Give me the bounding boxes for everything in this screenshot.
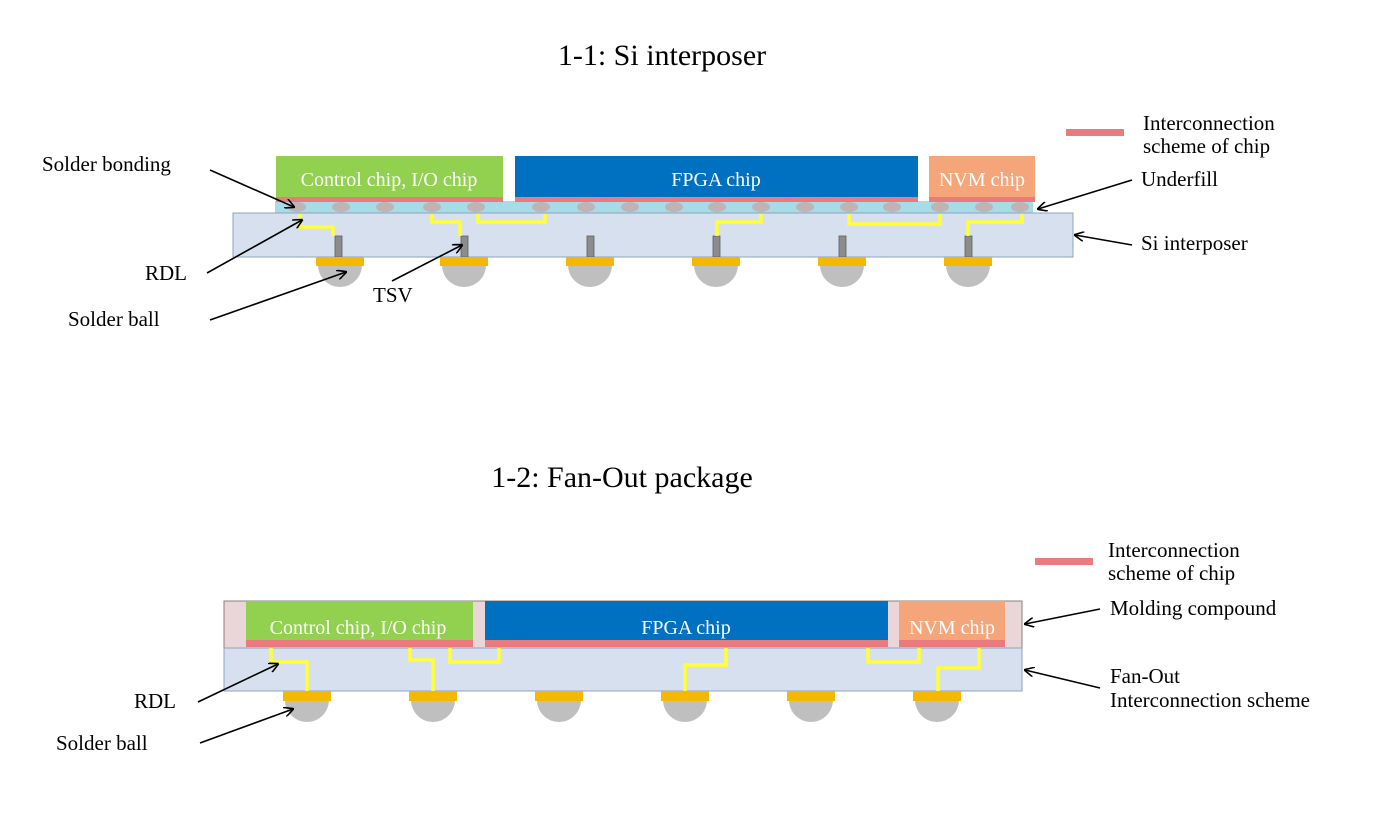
control-chip-1-label: Control chip, I/O chip bbox=[301, 169, 478, 191]
fpga-chip-1-label: FPGA chip bbox=[671, 169, 760, 191]
diagram2-title: 1-2: Fan-Out package bbox=[491, 461, 753, 494]
solder-balls-1 bbox=[318, 265, 990, 287]
pads-1 bbox=[316, 257, 992, 266]
diagram1-title: 1-1: Si interposer bbox=[558, 39, 766, 72]
tsv-label: TSV bbox=[373, 283, 413, 307]
legend-swatch-1 bbox=[1066, 129, 1124, 136]
fanout-label-line2: Interconnection scheme bbox=[1110, 688, 1310, 712]
rdl-arrow-2 bbox=[197, 664, 278, 703]
nvm-chip-2 bbox=[899, 601, 1005, 640]
nvm-chip-1-label: NVM chip bbox=[939, 169, 1025, 191]
control-chip-2-label: Control chip, I/O chip bbox=[270, 617, 447, 639]
solder-bumps bbox=[288, 202, 1029, 212]
rdl-label-1: RDL bbox=[145, 261, 187, 285]
nvm-chip-2-interconnect bbox=[899, 640, 1005, 647]
si-interposer-substrate bbox=[232, 212, 1074, 258]
legend1-line1: Interconnection bbox=[1143, 111, 1275, 135]
control-chip-2 bbox=[246, 601, 473, 640]
legend1-line2: scheme of chip bbox=[1143, 134, 1270, 158]
si-interposer-diagram: 1-1: Si interposer Interconnection schem… bbox=[42, 39, 1275, 331]
fanout-arrow bbox=[1025, 670, 1101, 689]
fpga-chip-2-label: FPGA chip bbox=[641, 617, 730, 639]
molding-compound-arrow bbox=[1025, 608, 1101, 624]
fanout-diagram: 1-2: Fan-Out package Interconnection sch… bbox=[56, 461, 1310, 755]
fpga-chip-1-interconnect bbox=[515, 197, 918, 202]
solder-ball-label-1: Solder ball bbox=[68, 307, 160, 331]
legend2-line2: scheme of chip bbox=[1108, 561, 1235, 585]
control-chip-1 bbox=[276, 156, 503, 197]
rdl-arrow-1 bbox=[206, 220, 302, 274]
legend2-line1: Interconnection bbox=[1108, 538, 1240, 562]
solder-bonding-arrow bbox=[209, 169, 294, 207]
control-chip-1-interconnect bbox=[276, 197, 503, 202]
control-chip-2-interconnect bbox=[246, 640, 473, 647]
nvm-chip-1-interconnect bbox=[929, 197, 1035, 202]
underfill-label: Underfill bbox=[1141, 167, 1218, 191]
fanout-interconnect-layer bbox=[223, 647, 1023, 692]
fpga-chip-1 bbox=[515, 156, 918, 197]
solder-ball-arrow-2 bbox=[199, 709, 293, 744]
solder-balls-2 bbox=[285, 700, 959, 722]
solder-bonding-label: Solder bonding bbox=[42, 152, 171, 176]
rdl-label-2: RDL bbox=[134, 689, 176, 713]
si-interposer-label: Si interposer bbox=[1141, 231, 1248, 255]
fpga-chip-2-interconnect bbox=[485, 640, 888, 647]
tsv-arrow bbox=[391, 245, 462, 282]
solder-ball-arrow-1 bbox=[209, 272, 346, 321]
nvm-chip-2-label: NVM chip bbox=[909, 617, 995, 639]
nvm-chip-1 bbox=[929, 156, 1035, 197]
rdl-lines-2 bbox=[269, 648, 981, 691]
molding-compound-label: Molding compound bbox=[1110, 596, 1277, 620]
solder-ball-label-2: Solder ball bbox=[56, 731, 148, 755]
legend-swatch-2 bbox=[1035, 558, 1093, 565]
pads-2 bbox=[283, 691, 961, 701]
si-interposer-arrow bbox=[1075, 235, 1133, 246]
fpga-chip-2 bbox=[485, 601, 888, 640]
underfill-arrow bbox=[1038, 179, 1133, 209]
fanout-label-line1: Fan-Out bbox=[1110, 664, 1180, 688]
